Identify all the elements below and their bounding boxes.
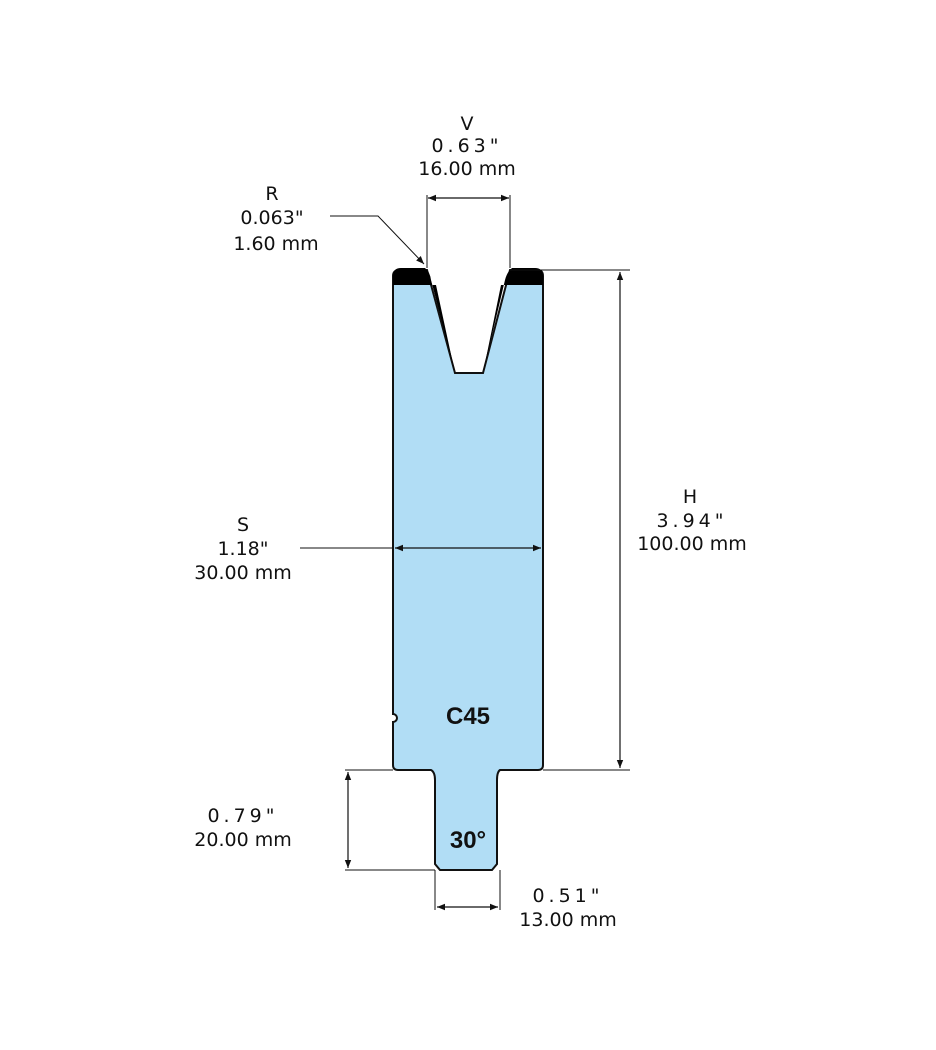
die-body	[392, 269, 544, 871]
s-label: S	[237, 514, 249, 536]
r-label: R	[265, 183, 278, 205]
material-marking: C45	[446, 703, 490, 730]
r-leader	[330, 215, 425, 265]
s-mm: 30.00 mm	[194, 562, 291, 584]
v-mm: 16.00 mm	[418, 158, 515, 180]
hardened-tip-right	[483, 268, 543, 373]
r-inch: 0.063"	[240, 207, 303, 229]
tang-width-mm: 13.00 mm	[519, 909, 616, 931]
h-mm: 100.00 mm	[637, 533, 747, 555]
v-label: V	[461, 113, 474, 135]
v-inch: 0.63"	[431, 135, 502, 157]
tang-width-inch: 0.51"	[532, 885, 603, 907]
r-mm: 1.60 mm	[233, 233, 318, 255]
h-label: H	[683, 486, 697, 508]
hardened-tip-left	[393, 268, 455, 373]
tang-height-inch: 0.79"	[207, 805, 278, 827]
h-inch: 3.94"	[656, 510, 727, 532]
angle-marking: 30°	[450, 827, 486, 854]
tang-height-mm: 20.00 mm	[194, 829, 291, 851]
s-inch: 1.18"	[217, 538, 268, 560]
